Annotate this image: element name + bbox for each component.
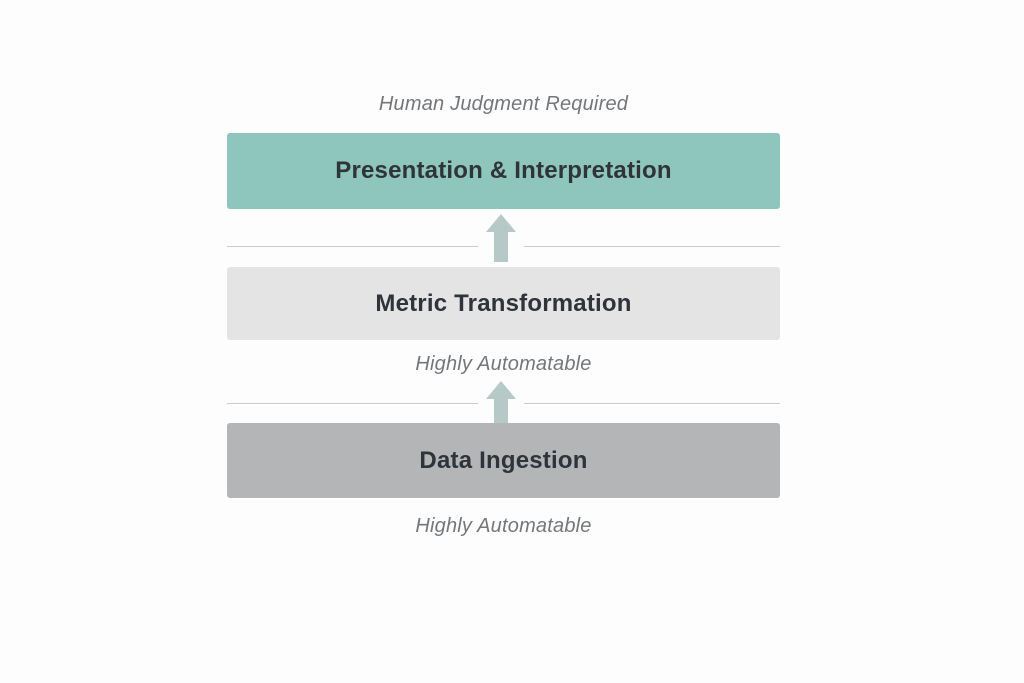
up-arrow-icon	[486, 381, 516, 423]
layer-presentation-interpretation: Presentation & Interpretation	[227, 133, 780, 209]
arrow-body	[494, 232, 508, 262]
divider-line	[524, 403, 780, 404]
divider-line	[524, 246, 780, 247]
arrow-head	[486, 381, 516, 399]
divider-line	[227, 246, 478, 247]
arrow-head	[486, 214, 516, 232]
divider-line	[227, 403, 478, 404]
layer-metric-transformation: Metric Transformation	[227, 267, 780, 340]
layer-transformation-title: Metric Transformation	[375, 289, 632, 317]
human-judgment-label: Human Judgment Required	[378, 93, 629, 115]
layer-presentation-title: Presentation & Interpretation	[335, 157, 672, 184]
highly-automatable-label-middle: Highly Automatable	[415, 353, 592, 375]
arrow-body	[494, 399, 508, 423]
pipeline-stack: Human Judgment Required Presentation & I…	[227, 0, 780, 683]
highly-automatable-label-bottom: Highly Automatable	[415, 515, 592, 537]
up-arrow-icon	[486, 214, 516, 262]
layer-data-ingestion: Data Ingestion	[227, 423, 780, 498]
layer-ingestion-title: Data Ingestion	[419, 446, 588, 474]
